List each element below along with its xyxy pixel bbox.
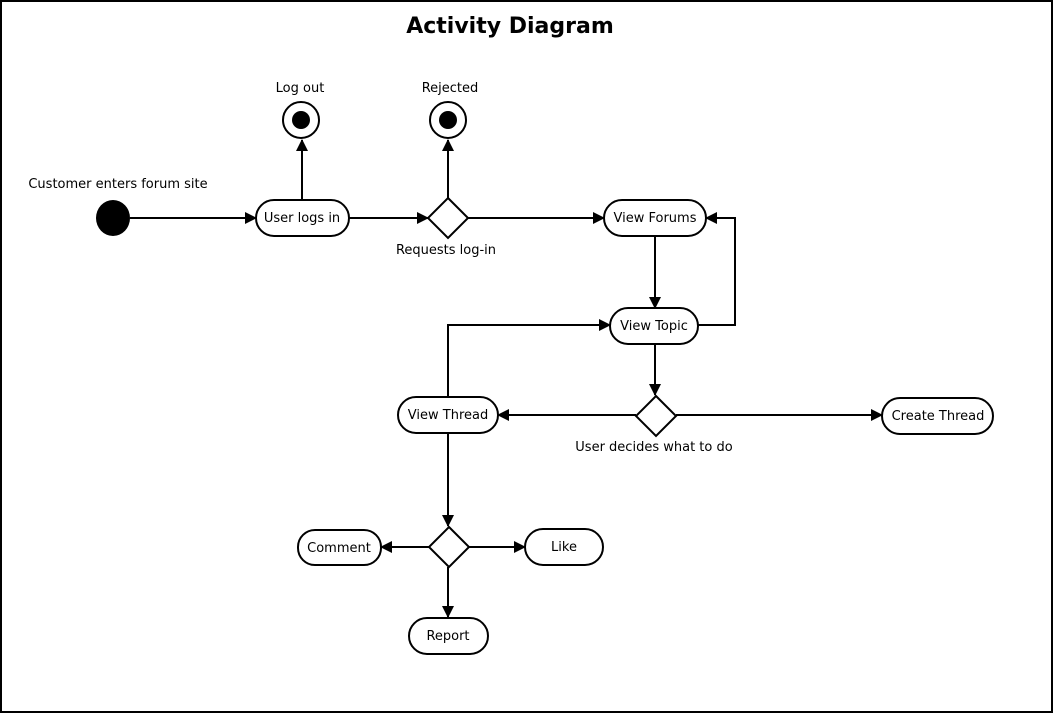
final-node-logout (282, 101, 320, 139)
user-decides-label: User decides what to do (575, 440, 732, 455)
activity-view-thread: View Thread (397, 396, 499, 434)
decision-diamond (427, 525, 471, 569)
activity-label: View Topic (620, 319, 688, 334)
diagram-title: Activity Diagram (406, 14, 614, 39)
decision-thread-action (427, 525, 471, 569)
activity-label: Like (551, 540, 577, 555)
activity-label: Comment (307, 541, 371, 556)
activity-shape (255, 199, 350, 237)
logout-label: Log out (276, 81, 325, 96)
activity-label: Report (426, 629, 469, 644)
activity-report: Report (408, 617, 489, 655)
activity-create-thread: Create Thread (881, 397, 994, 435)
activity-label: View Forums (614, 211, 697, 226)
initial-node (96, 200, 130, 236)
activity-shape (297, 529, 382, 566)
decision-user-decides (634, 394, 678, 438)
activity-shape (603, 199, 707, 237)
decision-requests-login (426, 196, 470, 240)
activity-label: User logs in (264, 211, 340, 226)
activity-view-topic: View Topic (609, 307, 699, 345)
requests-login-label: Requests log-in (396, 243, 496, 258)
decision-diamond (426, 196, 470, 240)
activity-shape (397, 396, 499, 434)
activity-shape (609, 307, 699, 345)
final-node-inner-dot (439, 111, 457, 129)
activity-user-logs-in: User logs in (255, 199, 350, 237)
decision-diamond (634, 394, 678, 438)
activity-view-forums: View Forums (603, 199, 707, 237)
initial-node-label: Customer enters forum site (28, 177, 207, 192)
final-node-rejected (429, 101, 467, 139)
rejected-label: Rejected (422, 81, 479, 96)
activity-label: Create Thread (892, 409, 985, 424)
activity-label: View Thread (408, 408, 488, 423)
activity-shape (408, 617, 489, 655)
initial-node-circle (96, 200, 130, 236)
final-node-inner-dot (292, 111, 310, 129)
activity-shape (524, 528, 604, 566)
edge-view-thread-to-view-topic (447, 319, 611, 397)
activity-comment: Comment (297, 529, 382, 566)
edge-view-topic-to-view-forums (698, 212, 736, 326)
activity-shape (881, 397, 994, 435)
activity-like: Like (524, 528, 604, 566)
